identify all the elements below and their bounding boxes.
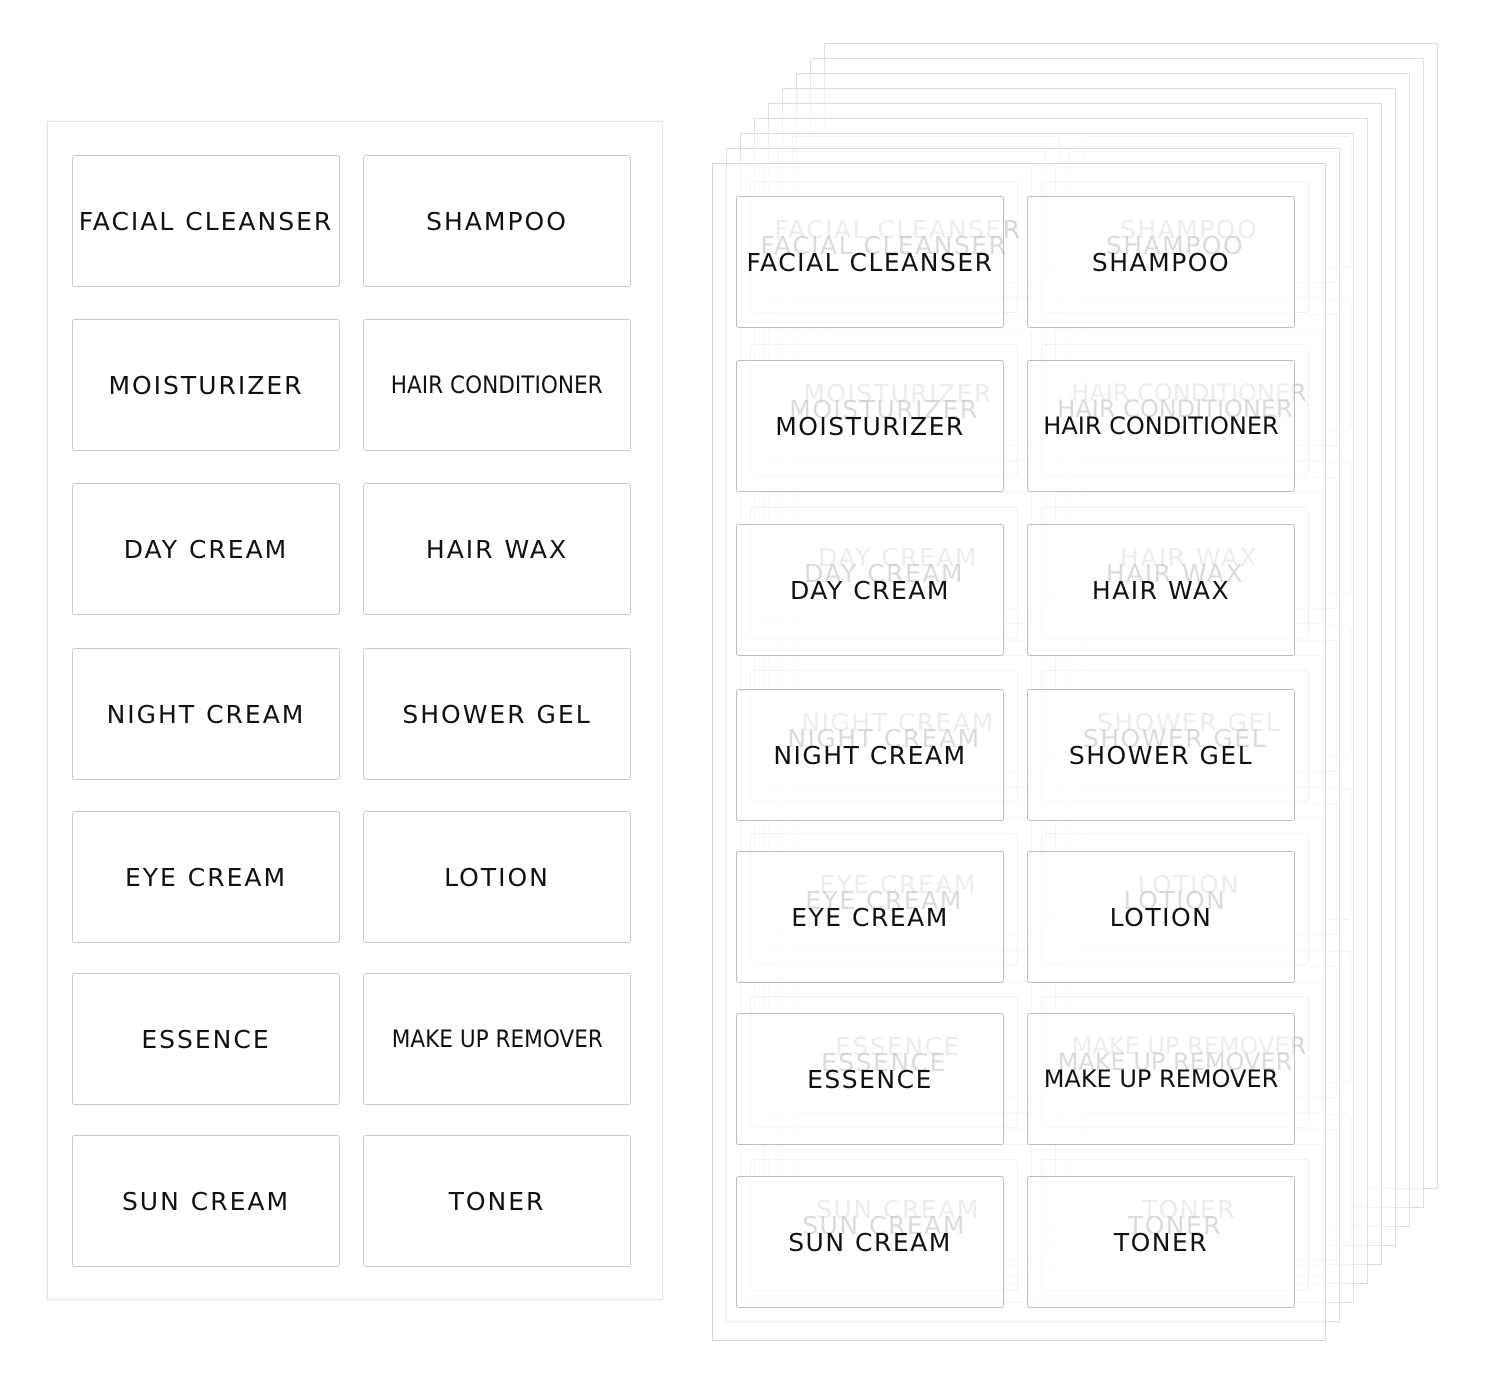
transparent-label-hair-conditioner: HAIR CONDITIONER (1027, 360, 1295, 492)
transparent-label-sun-cream: SUN CREAM (736, 1176, 1004, 1308)
label-text: MOISTURIZER (108, 370, 304, 400)
transparent-label-day-cream: DAY CREAM (736, 524, 1004, 656)
label-facial-cleanser: FACIAL CLEANSER (72, 155, 340, 287)
transparent-label-shower-gel: SHOWER GEL (1027, 689, 1295, 821)
label-hair-conditioner: HAIR CONDITIONER (363, 319, 631, 451)
transparent-label-hair-wax: HAIR WAX (1027, 524, 1295, 656)
label-text: HAIR CONDITIONER (391, 371, 603, 399)
label-text: HAIR WAX (425, 534, 569, 564)
transparent-label-facial-cleanser: FACIAL CLEANSER (736, 196, 1004, 328)
transparent-label-lotion: LOTION (1027, 851, 1295, 983)
label-sheet-front: FACIAL CLEANSER SHAMPOO MOISTURIZER HAIR CO… (47, 121, 663, 1300)
transparent-label-make-up-remover: MAKE UP REMOVER (1027, 1013, 1295, 1145)
transparent-label-toner: TONER (1027, 1176, 1295, 1308)
label-essence: ESSENCE (72, 973, 340, 1105)
label-toner: TONER (363, 1135, 631, 1267)
transparent-label-essence: ESSENCE (736, 1013, 1004, 1145)
label-text: SHAMPOO (426, 206, 568, 236)
label-hair-wax: HAIR WAX (363, 483, 631, 615)
transparent-label-eye-cream: EYE CREAM (736, 851, 1004, 983)
label-text: TONER (448, 1186, 546, 1216)
label-moisturizer: MOISTURIZER (72, 319, 340, 451)
label-text: ESSENCE (141, 1024, 271, 1054)
label-eye-cream: EYE CREAM (72, 811, 340, 943)
transparent-label-shampoo: SHAMPOO (1027, 196, 1295, 328)
label-shower-gel: SHOWER GEL (363, 648, 631, 780)
label-text: SHOWER GEL (402, 699, 592, 729)
transparent-label-moisturizer: MOISTURIZER (736, 360, 1004, 492)
label-text: DAY CREAM (123, 534, 289, 564)
label-text: LOTION (444, 862, 550, 892)
transparent-label-night-cream: NIGHT CREAM (736, 689, 1004, 821)
label-text: EYE CREAM (124, 862, 288, 892)
label-sun-cream: SUN CREAM (72, 1135, 340, 1267)
label-night-cream: NIGHT CREAM (72, 648, 340, 780)
label-text: FACIAL CLEANSER (78, 206, 334, 236)
label-text: SUN CREAM (121, 1186, 291, 1216)
label-day-cream: DAY CREAM (72, 483, 340, 615)
label-text: MAKE UP REMOVER (391, 1025, 603, 1053)
label-lotion: LOTION (363, 811, 631, 943)
label-shampoo: SHAMPOO (363, 155, 631, 287)
label-text: NIGHT CREAM (106, 699, 306, 729)
label-make-up-remover: MAKE UP REMOVER (363, 973, 631, 1105)
